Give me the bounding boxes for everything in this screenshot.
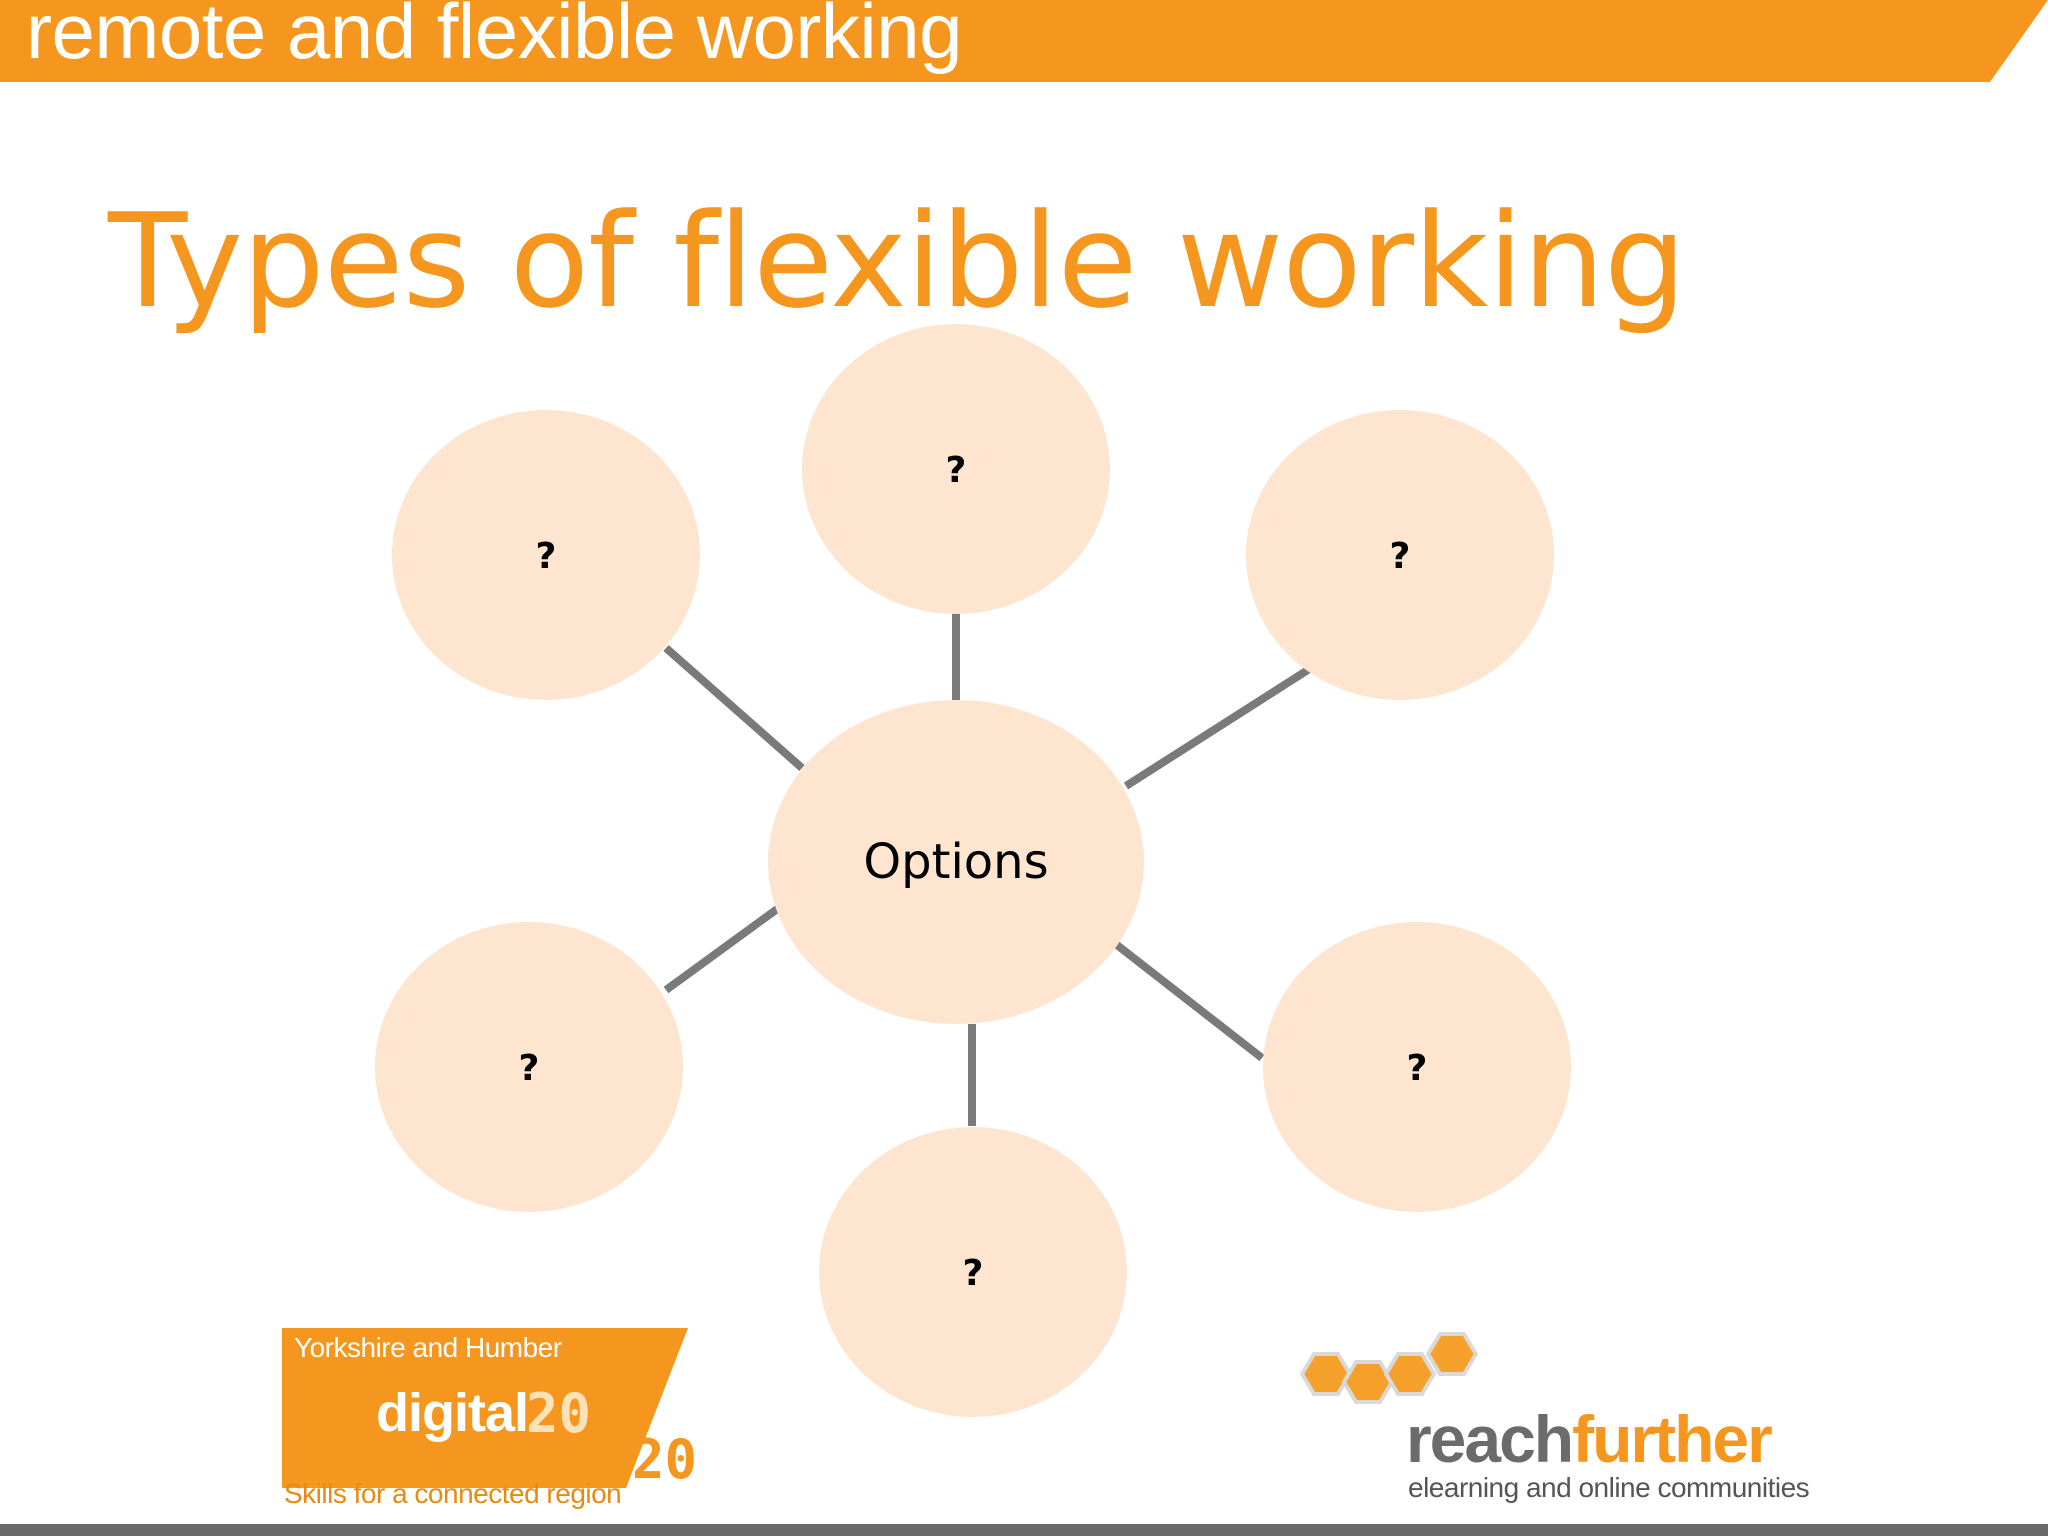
digital2020-logo: Yorkshire and Humber digital 20 20 Skill… (282, 1328, 722, 1518)
center-node-label: Options (863, 834, 1048, 890)
connector-top-left (663, 645, 805, 771)
wordmark-reach: reach (1406, 1402, 1574, 1476)
node-bottom-right: ? (1263, 922, 1571, 1212)
connectors (663, 612, 1317, 1126)
node-bottom-left: ? (375, 922, 683, 1212)
connector-bottom-right (1105, 934, 1265, 1062)
header-bar-shape (0, 0, 2048, 82)
logo-number-bottom: 20 (632, 1428, 698, 1491)
logo-region-text: Yorkshire and Humber (294, 1332, 562, 1363)
connector-bottom-left (663, 900, 787, 994)
center-node: Options (768, 700, 1144, 1024)
node-top-right: ? (1246, 410, 1554, 700)
wordmark-further: further (1572, 1402, 1773, 1476)
footer-bar (0, 1524, 2048, 1536)
node-bottom-right-label: ? (1407, 1048, 1428, 1089)
logo-left-tagline: Skills for a connected region (284, 1478, 622, 1509)
header-bar: remote and flexible working (0, 0, 2048, 82)
logo-number-top: 20 (526, 1382, 592, 1445)
node-bottom: ? (819, 1127, 1127, 1417)
digital2020-logo-shape (282, 1328, 688, 1488)
node-bottom-label: ? (963, 1253, 984, 1294)
header-title: remote and flexible working (26, 0, 962, 75)
connector-top-right (1123, 662, 1317, 790)
node-top-right-label: ? (1390, 536, 1411, 577)
reachfurther-logo: reachfurther elearning and online commun… (1296, 1326, 1836, 1516)
node-bottom-left-label: ? (519, 1048, 540, 1089)
node-top-label: ? (946, 450, 967, 491)
node-top-left-label: ? (536, 536, 557, 577)
slide-title: Types of flexible working (108, 185, 1686, 337)
logo-digital-word: digital (376, 1383, 529, 1443)
node-top: ? (802, 324, 1110, 614)
reachfurther-wordmark: reachfurther (1406, 1406, 1773, 1472)
honeycomb-icon (1299, 1332, 1479, 1404)
node-top-left: ? (392, 410, 700, 700)
reachfurther-tagline: elearning and online communities (1408, 1472, 1810, 1503)
